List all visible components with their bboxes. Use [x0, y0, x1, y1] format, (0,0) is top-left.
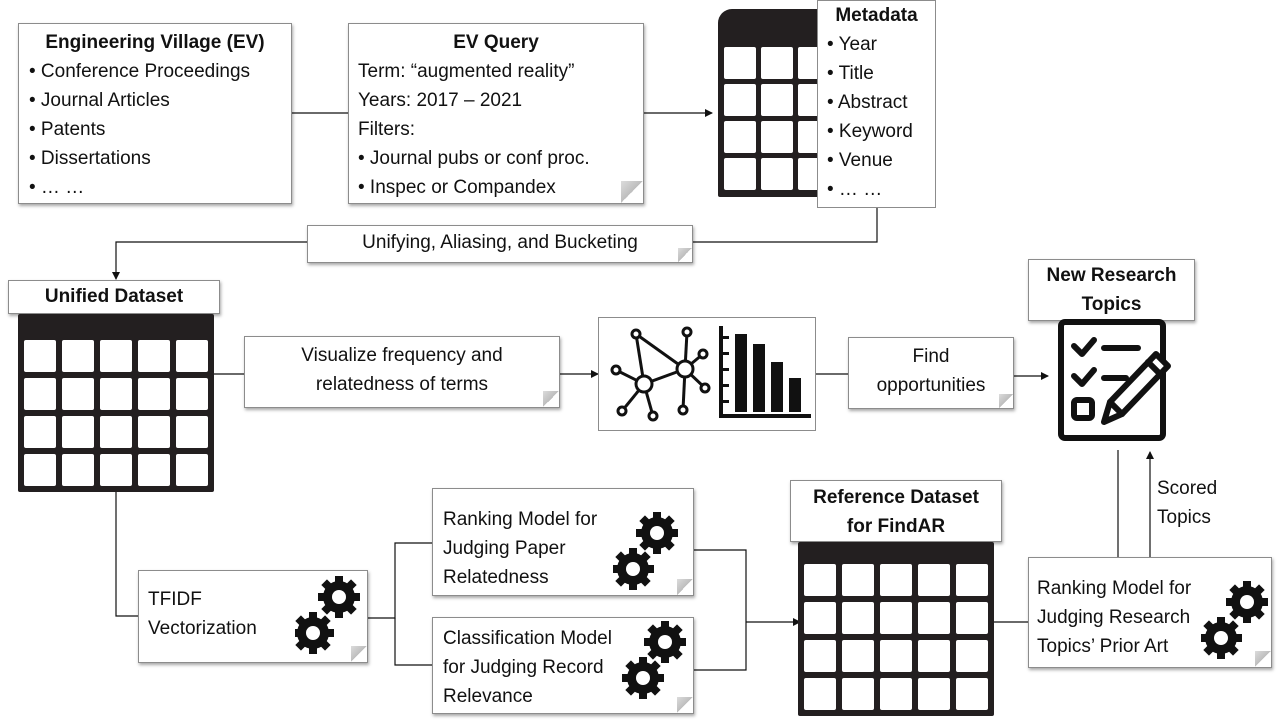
gears-icon: [622, 621, 686, 699]
query-line: Filters:: [358, 119, 415, 140]
unified-table-icon: [18, 314, 214, 492]
gears-icon: [1201, 581, 1268, 659]
metadata-item: • … …: [827, 179, 883, 200]
unify-label: Unifying, Aliasing, and Bucketing: [362, 232, 638, 253]
classification-box: Classification Model for Judging Record …: [432, 617, 694, 714]
ranking-paper-line: Relatedness: [443, 567, 549, 588]
query-line: • Inspec or Compandex: [358, 177, 556, 198]
ev-query-box: EV Query Term: “augmented reality” Years…: [348, 23, 644, 204]
classification-line: for Judging Record: [443, 657, 604, 678]
visualize-line: relatedness of terms: [315, 374, 489, 395]
metadata-box: Metadata • Year • Title • Abstract • Key…: [817, 0, 936, 208]
gears-icon: [613, 512, 678, 590]
ranking-paper-line: Judging Paper: [443, 538, 566, 559]
scored-topics-label: Scored Topics: [1157, 478, 1218, 528]
metadata-title: Metadata: [835, 5, 918, 26]
metadata-table-icon: [718, 9, 836, 197]
ev-item: • Dissertations: [29, 148, 151, 169]
metadata-item: • Keyword: [827, 121, 913, 142]
ev-item: • Conference Proceedings: [29, 61, 251, 82]
ev-title: Engineering Village (EV): [45, 32, 265, 53]
unified-dataset-title: Unified Dataset: [8, 280, 220, 314]
connector-tfidf-to-models: [367, 542, 432, 619]
checklist-pencil-icon: [1058, 319, 1171, 441]
metadata-item: • Year: [827, 34, 877, 55]
ranking-topics-line: Judging Research: [1037, 607, 1191, 628]
ev-sources-box: Engineering Village (EV) • Conference Pr…: [18, 23, 292, 204]
ev-item: • … …: [29, 177, 85, 198]
gears-icon: [295, 576, 360, 654]
connector-ranking-to-reference: [694, 549, 747, 622]
query-line: Term: “augmented reality”: [358, 61, 575, 82]
page-fold: [621, 181, 643, 203]
visualize-line: Visualize frequency and: [301, 345, 503, 366]
find-line: Find: [912, 346, 950, 367]
tfidf-box: TFIDF Vectorization: [138, 570, 368, 663]
network-graph-icon: [610, 326, 811, 422]
charts-box: [598, 317, 816, 431]
tfidf-line: TFIDF: [148, 589, 202, 610]
ranking-topics-line: Ranking Model for: [1037, 578, 1192, 599]
visualize-box: Visualize frequency and relatedness of t…: [244, 336, 560, 408]
ranking-topics-line: Topics’ Prior Art: [1037, 636, 1169, 657]
classification-line: Relevance: [443, 686, 533, 707]
find-opportunities-box: Find opportunities: [848, 337, 1014, 409]
classification-line: Classification Model: [443, 628, 612, 649]
metadata-item: • Title: [827, 63, 874, 84]
new-research-topics-box: New Research Topics: [1028, 259, 1195, 321]
connector-unified-to-tfidf: [115, 492, 138, 617]
ranking-paper-box: Ranking Model for Judging Paper Relatedn…: [432, 488, 694, 596]
ranking-paper-line: Ranking Model for: [443, 509, 598, 530]
unify-box: Unifying, Aliasing, and Bucketing: [307, 225, 693, 263]
ev-item: • Journal Articles: [29, 90, 170, 111]
find-line: opportunities: [876, 375, 986, 396]
bar-chart-icon: [719, 326, 811, 418]
ranking-topics-box: Ranking Model for Judging Research Topic…: [1028, 557, 1272, 668]
tfidf-line: Vectorization: [148, 618, 257, 639]
reference-dataset-title: Reference Dataset for FindAR: [790, 480, 1002, 542]
connector-tfidf-to-classification: [394, 618, 432, 666]
query-line: Years: 2017 – 2021: [358, 90, 523, 111]
ev-item: • Patents: [29, 119, 106, 140]
query-line: • Journal pubs or conf proc.: [358, 148, 590, 169]
connector-classification-to-reference: [694, 622, 747, 671]
metadata-item: • Abstract: [827, 92, 908, 113]
reference-table-icon: [798, 542, 994, 716]
query-title: EV Query: [453, 32, 539, 53]
metadata-item: • Venue: [827, 150, 893, 171]
